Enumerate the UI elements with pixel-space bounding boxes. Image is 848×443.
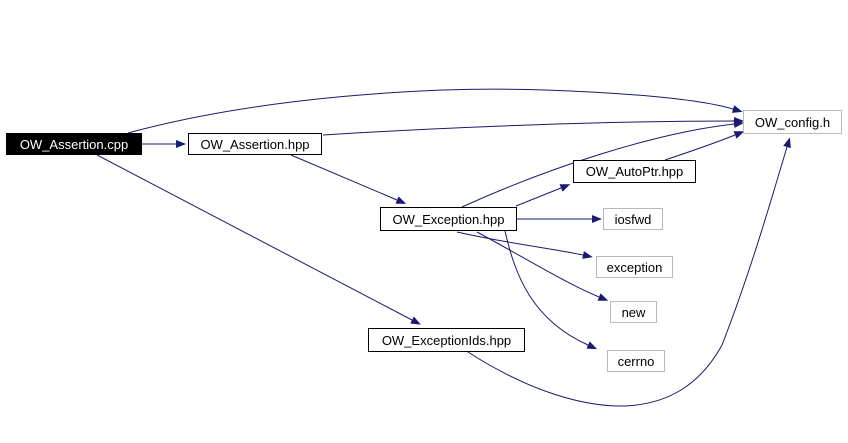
edge-exceptionids-hpp-to-config-h — [467, 137, 791, 407]
edge-assertion-cpp-to-exceptionids-hpp — [96, 154, 421, 325]
node-iosfwd[interactable]: iosfwd — [603, 208, 663, 230]
node-ow-exceptionids-hpp[interactable]: OW_ExceptionIds.hpp — [368, 328, 525, 352]
edge-exception-hpp-to-new — [476, 231, 609, 301]
node-ow-autoptr-hpp[interactable]: OW_AutoPtr.hpp — [573, 160, 696, 183]
edge-exception-hpp-to-config-h — [461, 120, 744, 208]
node-ow-exception-hpp[interactable]: OW_Exception.hpp — [380, 207, 517, 231]
edge-exception-hpp-to-cerrno — [504, 230, 598, 350]
edge-assertion-cpp-to-config-h — [127, 88, 743, 134]
node-ow-config-h[interactable]: OW_config.h — [743, 110, 842, 134]
node-new[interactable]: new — [610, 301, 657, 323]
node-ow-assertion-cpp[interactable]: OW_Assertion.cpp — [6, 133, 142, 155]
edge-autoptr-hpp-to-config-h — [664, 131, 745, 161]
edge-exception-hpp-to-autoptr-hpp — [515, 184, 571, 207]
edge-exception-hpp-to-exception — [456, 231, 593, 259]
node-exception[interactable]: exception — [596, 256, 673, 278]
edge-assertion-hpp-to-config-h — [322, 117, 744, 136]
node-cerrno[interactable]: cerrno — [607, 350, 665, 372]
node-ow-assertion-hpp[interactable]: OW_Assertion.hpp — [188, 133, 322, 155]
edge-assertion-hpp-to-exception-hpp — [290, 154, 407, 204]
